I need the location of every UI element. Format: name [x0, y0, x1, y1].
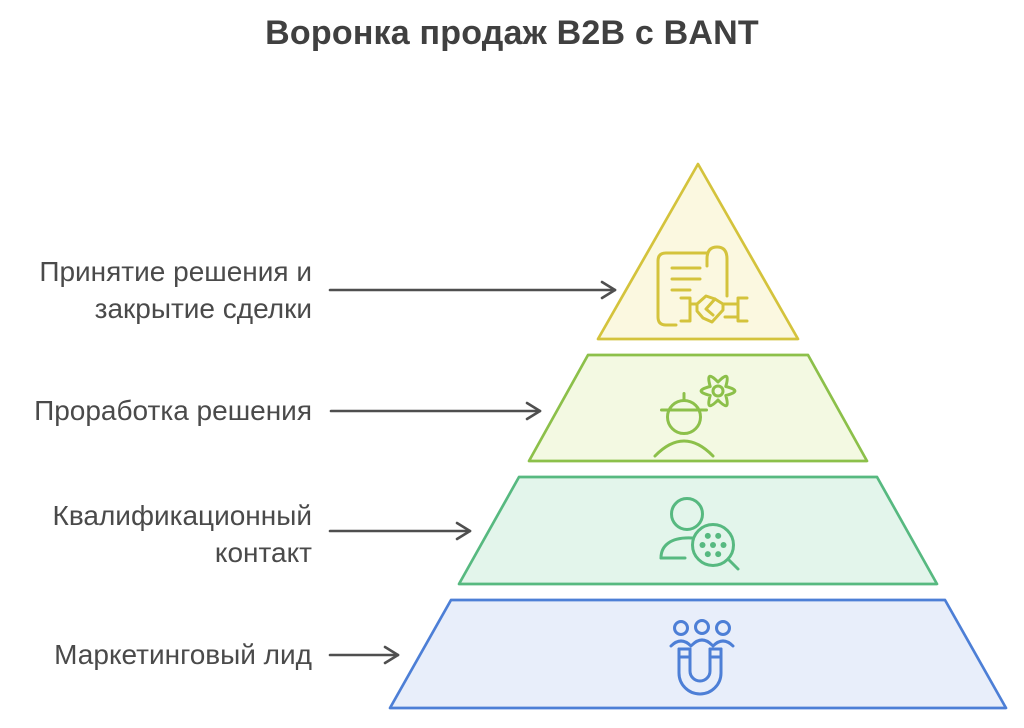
engineer-gear-icon [653, 374, 737, 458]
funnel-label-2: Проработка решения [0, 392, 312, 429]
people-magnet-icon [669, 619, 735, 696]
arrow-level-1 [328, 280, 617, 300]
label-line: Квалификационный [52, 500, 312, 531]
label-line: Проработка решения [34, 395, 312, 426]
funnel-label-4: Маркетинговый лид [0, 636, 312, 673]
arrow-level-3 [328, 521, 472, 541]
label-line: Маркетинговый лид [54, 639, 312, 670]
funnel-level-4-shape [388, 598, 1008, 710]
page-title: Воронка продаж B2B с BANT [265, 14, 759, 52]
arrow-level-4 [328, 645, 400, 665]
person-search-icon [659, 497, 740, 571]
arrow-level-2 [329, 401, 542, 421]
label-line: Принятие решения и [39, 256, 312, 287]
contract-handshake-icon [656, 245, 749, 327]
label-line: контакт [214, 537, 312, 568]
funnel-label-1: Принятие решения и закрытие сделки [0, 253, 312, 327]
label-line: закрытие сделки [94, 293, 312, 324]
magnifier-dots [699, 532, 727, 558]
funnel-label-3: Квалификационный контакт [0, 497, 312, 571]
